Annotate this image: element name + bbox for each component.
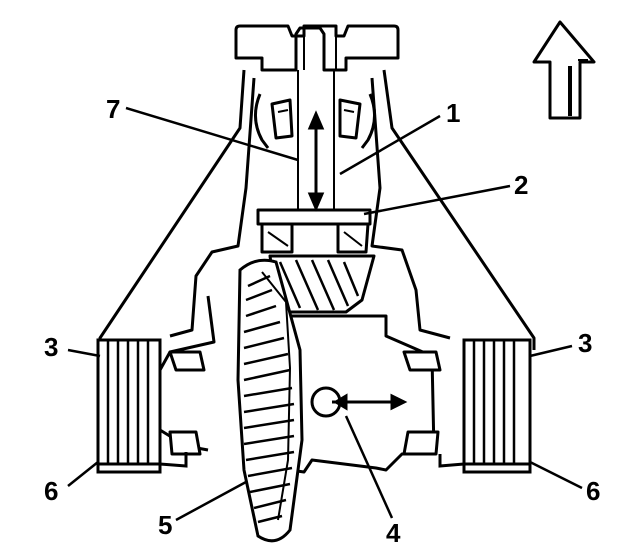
callout-3-right: 3 — [578, 328, 592, 358]
callout-labels: 1 2 3 3 4 5 6 6 7 — [44, 94, 600, 548]
callout-5: 5 — [158, 510, 172, 540]
leader-lines — [67, 106, 583, 522]
callout-3-left: 3 — [44, 332, 58, 362]
pinion-depth-arrow — [307, 110, 325, 212]
axle-housing — [98, 24, 536, 474]
callout-6-right: 6 — [586, 476, 600, 506]
carrier-center-indicator — [310, 386, 408, 418]
ring-gear — [236, 258, 304, 543]
callout-6-left: 6 — [44, 476, 58, 506]
right-shim-pack — [438, 338, 532, 474]
callout-1: 1 — [446, 98, 460, 128]
callout-7: 7 — [106, 94, 120, 124]
left-shim-pack — [96, 338, 188, 474]
up-arrow-icon — [532, 20, 596, 120]
callout-4: 4 — [386, 518, 401, 548]
callout-2: 2 — [514, 170, 528, 200]
